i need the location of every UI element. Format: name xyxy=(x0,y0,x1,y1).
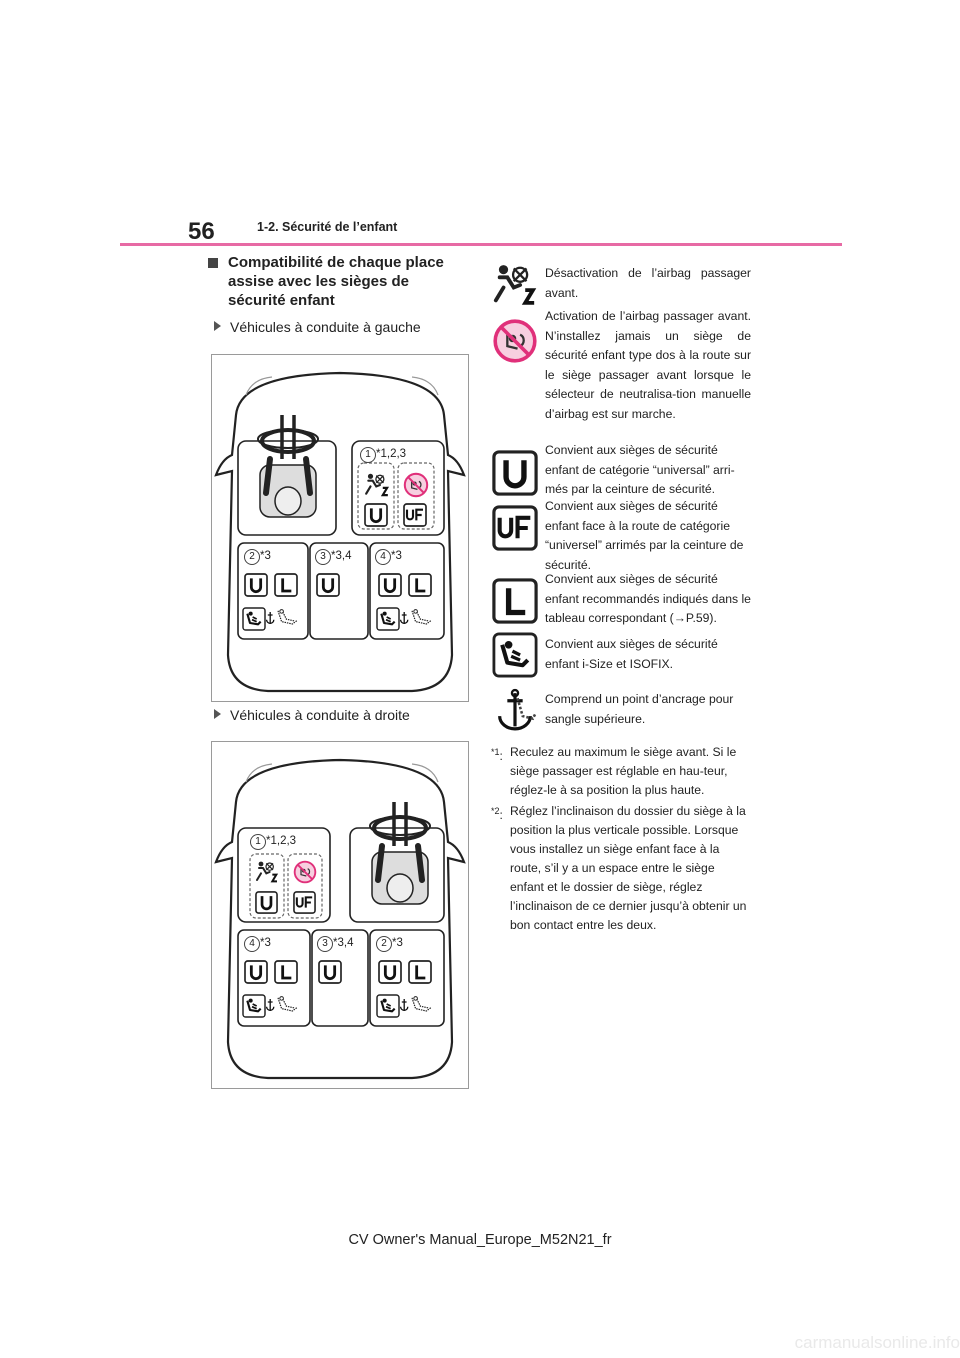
seat-4-label: 4*3 xyxy=(375,549,402,565)
legend-item-u: Convient aux sièges de sécurité enfant d… xyxy=(545,443,735,496)
airbag-on-prohibited-icon xyxy=(492,318,538,364)
legend-item-uf: Convient aux sièges de sécurité enfant f… xyxy=(545,499,744,572)
uf-badge-icon xyxy=(492,505,538,551)
car-outline-lhd xyxy=(214,371,466,693)
section-title: 1-2. Sécurité de l’enfant xyxy=(257,220,398,234)
footnote-marker: *1: xyxy=(491,747,503,763)
u-badge-icon xyxy=(244,573,268,597)
isofix-seat-icon xyxy=(492,632,538,678)
u-badge-icon xyxy=(255,891,278,914)
seat-2-label: 2*3 xyxy=(244,549,271,565)
legend-item-isofix: Convient aux sièges de sécurité enfant i… xyxy=(545,637,718,671)
tether-anchor-icon xyxy=(266,605,302,631)
triangle-bullet-icon xyxy=(214,709,221,719)
seat-3-label: 3*3,4 xyxy=(317,936,353,952)
seat-4-label: 4*3 xyxy=(244,936,271,952)
section-heading: Compatibilité de chaque place assise ave… xyxy=(208,253,470,310)
seat-1-label: 1*1,2,3 xyxy=(360,447,406,463)
u-badge-icon xyxy=(316,573,340,597)
u-badge-icon xyxy=(378,573,402,597)
airbag-off-icon xyxy=(255,860,279,884)
seat-diagram-lhd: 1*1,2,3 2*3 3*3,4 4*3 xyxy=(211,354,469,702)
l-badge-icon xyxy=(274,573,298,597)
legend-item-airbag-off: Désactivation de l’airbag passager avant… xyxy=(545,266,751,300)
seat-3-label: 3*3,4 xyxy=(315,549,351,565)
seat-diagram-rhd: 1*1,2,3 4*3 3*3,4 2*3 xyxy=(211,741,469,1089)
car-outline-rhd xyxy=(214,758,466,1080)
l-badge-icon xyxy=(492,578,538,624)
seat-2-label: 2*3 xyxy=(376,936,403,952)
uf-badge-icon xyxy=(403,503,427,527)
subheading-lhd: Véhicules à conduite à gauche xyxy=(214,319,421,335)
airbag-off-icon xyxy=(364,472,390,498)
tether-anchor-icon xyxy=(400,605,436,631)
heading-text: Compatibilité de chaque place assise ave… xyxy=(228,254,444,309)
isofix-seat-icon xyxy=(242,994,266,1018)
l-badge-icon xyxy=(408,960,432,984)
isofix-seat-icon xyxy=(376,994,400,1018)
legend-item-l: Convient aux sièges de sécurité enfant r… xyxy=(545,572,751,625)
u-badge-icon xyxy=(318,960,342,984)
isofix-seat-icon xyxy=(376,607,400,631)
airbag-off-icon xyxy=(492,262,538,308)
footnote-1: *1: Reculez au maximum le siège avant. S… xyxy=(491,745,737,797)
footer-manual-id: CV Owner's Manual_Europe_M52N21_fr xyxy=(348,1232,612,1248)
u-badge-icon xyxy=(244,960,268,984)
tether-anchor-icon xyxy=(266,992,302,1018)
legend-item-airbag-on: Activation de l’airbag passager avant. N… xyxy=(545,309,751,421)
u-badge-icon xyxy=(364,503,388,527)
tether-anchor-icon xyxy=(400,992,436,1018)
uf-badge-icon xyxy=(293,891,316,914)
u-badge-icon xyxy=(492,450,538,496)
l-badge-icon xyxy=(408,573,432,597)
u-badge-icon xyxy=(378,960,402,984)
square-bullet-icon xyxy=(208,258,218,268)
footnote-marker: *2: xyxy=(491,806,503,822)
seat-1-label: 1*1,2,3 xyxy=(250,834,296,850)
prohibit-icon xyxy=(293,860,317,884)
prohibit-icon xyxy=(403,472,429,498)
top-tether-anchor-icon xyxy=(492,688,538,734)
isofix-seat-icon xyxy=(242,607,266,631)
subheading-rhd: Véhicules à conduite à droite xyxy=(214,707,410,723)
l-badge-icon xyxy=(274,960,298,984)
header-rule xyxy=(120,243,842,246)
page-number: 56 xyxy=(188,218,215,245)
legend-item-tether: Comprend un point d’ancrage pour sangle … xyxy=(545,692,734,726)
watermark: carmanualsonline.info xyxy=(794,1333,960,1352)
triangle-bullet-icon xyxy=(214,321,221,331)
footnote-2: *2: Réglez l’inclinaison du dossier du s… xyxy=(491,804,747,932)
